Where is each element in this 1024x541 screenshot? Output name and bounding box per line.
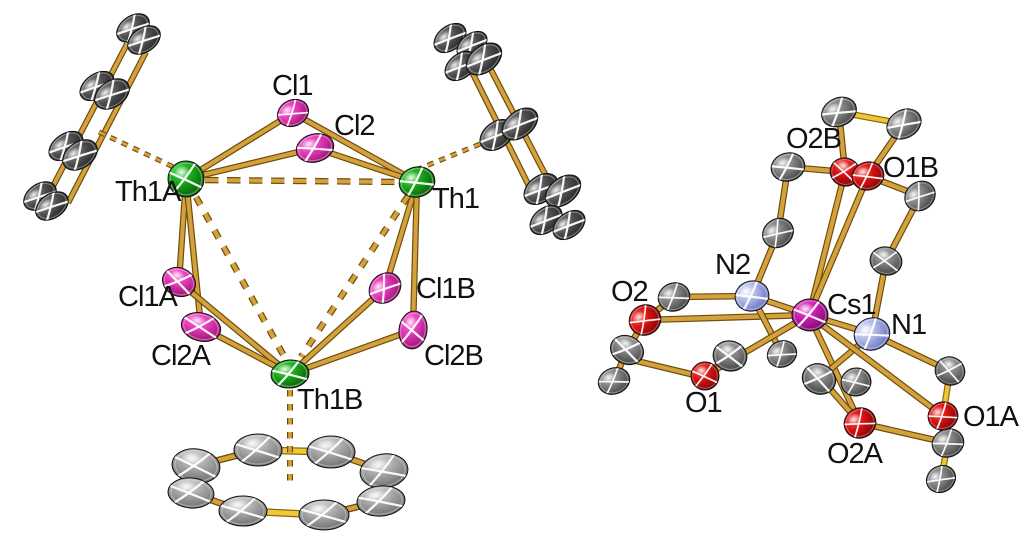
svg-text:Cs1: Cs1 bbox=[827, 289, 876, 321]
svg-text:O1B: O1B bbox=[883, 152, 938, 184]
svg-text:O2B: O2B bbox=[786, 123, 841, 155]
svg-text:Th1B: Th1B bbox=[297, 384, 362, 416]
svg-text:O1A: O1A bbox=[963, 401, 1020, 433]
svg-text:O2A: O2A bbox=[827, 438, 884, 470]
svg-text:Cl2B: Cl2B bbox=[424, 340, 483, 372]
svg-text:O2: O2 bbox=[611, 276, 648, 308]
svg-text:Cl1B: Cl1B bbox=[416, 273, 475, 305]
svg-text:Cl1A: Cl1A bbox=[118, 281, 179, 313]
svg-text:Th1A: Th1A bbox=[115, 176, 182, 208]
svg-text:Cl2: Cl2 bbox=[334, 110, 375, 142]
svg-text:Th1: Th1 bbox=[432, 183, 479, 215]
svg-text:Cl2A: Cl2A bbox=[151, 340, 212, 372]
svg-text:Cl1: Cl1 bbox=[272, 70, 313, 102]
svg-text:N2: N2 bbox=[715, 249, 750, 281]
svg-text:N1: N1 bbox=[891, 309, 926, 341]
svg-text:O1: O1 bbox=[685, 387, 722, 419]
